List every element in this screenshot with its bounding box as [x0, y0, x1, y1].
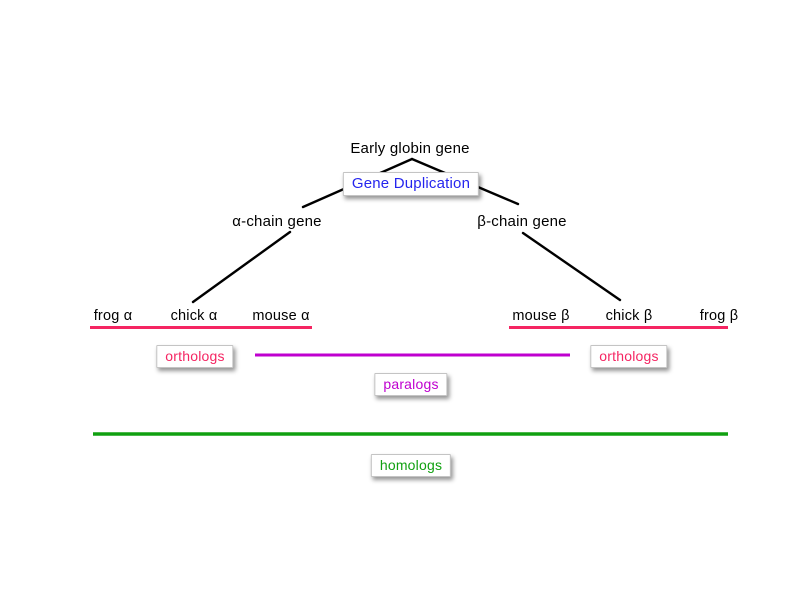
leaf-chick-alpha: chick α: [170, 308, 218, 324]
alpha-chain-gene-label: α-chain gene: [232, 213, 322, 230]
leaf-frog-beta: frog β: [699, 308, 739, 324]
leaf-mouse-beta: mouse β: [512, 308, 570, 324]
homologs-callout: homologs: [370, 454, 452, 477]
branch-alpha-to-species-line: [191, 230, 292, 304]
beta-chain-gene-label: β-chain gene: [477, 213, 567, 230]
paralogs-callout: paralogs: [374, 373, 448, 396]
orthologs-left-callout: orthologs: [156, 345, 234, 368]
leaf-frog-alpha: frog α: [93, 308, 133, 324]
leaf-chick-beta: chick β: [605, 308, 653, 324]
orthologs-right-callout: orthologs: [590, 345, 668, 368]
root-gene-label: Early globin gene: [350, 140, 470, 157]
branch-beta-to-species-line: [521, 231, 622, 302]
leaf-mouse-alpha: mouse α: [252, 308, 310, 324]
gene-duplication-callout: Gene Duplication: [342, 172, 480, 196]
